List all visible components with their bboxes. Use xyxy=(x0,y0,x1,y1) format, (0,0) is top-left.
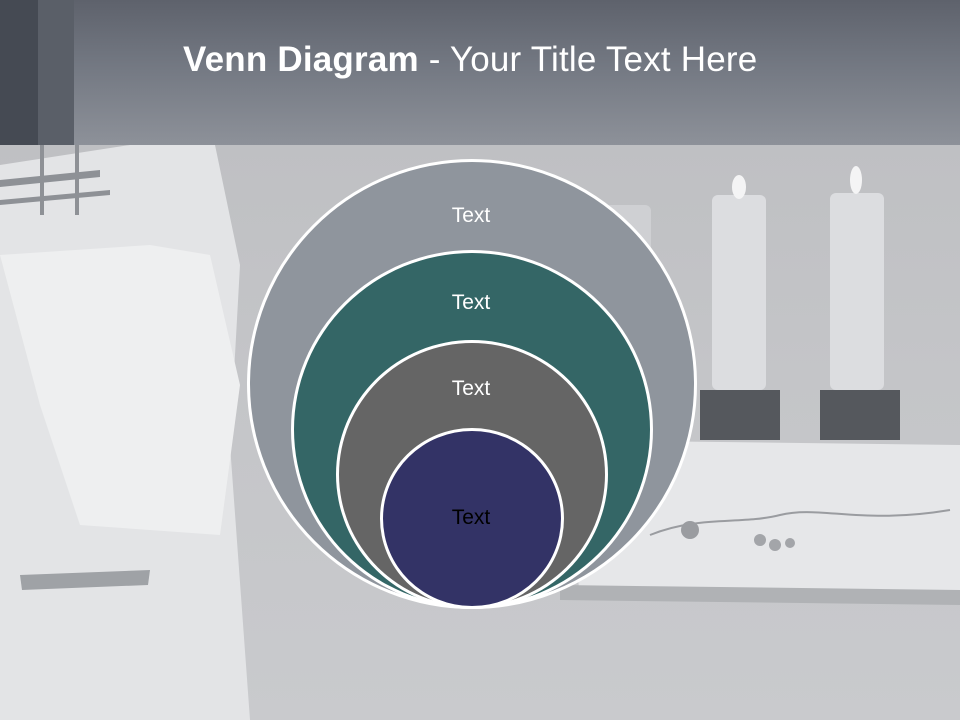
circle-second-label: Text xyxy=(451,291,491,314)
title-bold: Venn Diagram xyxy=(183,40,419,79)
circle-inner-label: Text xyxy=(451,506,491,529)
title-rest: - Your Title Text Here xyxy=(418,40,758,79)
circle-inner xyxy=(380,428,564,609)
slide-title: Venn Diagram - Your Title Text Here xyxy=(183,40,757,80)
header-accent-strip xyxy=(0,0,38,145)
header-accent-strip-secondary xyxy=(38,0,74,145)
header-band xyxy=(0,0,960,145)
circle-third-label: Text xyxy=(451,377,491,400)
circle-outer-label: Text xyxy=(451,204,491,227)
